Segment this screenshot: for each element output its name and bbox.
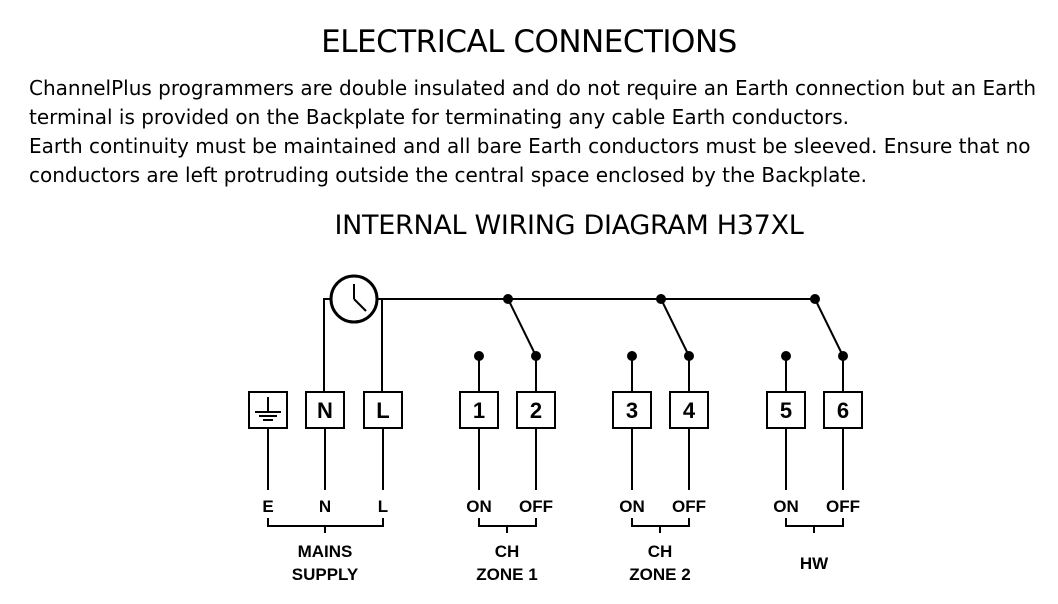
zone2-bracket	[631, 518, 690, 527]
group-label-mains: MAINS	[298, 542, 353, 561]
terminal-2-label: 2	[530, 398, 542, 423]
wire-label-on: ON	[773, 497, 799, 516]
terminal-5-label: 5	[780, 398, 792, 423]
switch-zone-2	[631, 298, 690, 392]
junction-dots	[474, 294, 848, 361]
terminal-l-label: L	[376, 398, 389, 423]
diagram-title: INTERNAL WIRING DIAGRAM H37XL	[334, 210, 804, 241]
intro-line: terminal is provided on the Backplate fo…	[29, 105, 850, 129]
wire-label-off: OFF	[826, 497, 860, 516]
group-label-supply: SUPPLY	[292, 565, 359, 584]
neutral-wire	[323, 298, 331, 392]
hw-bracket	[785, 518, 844, 527]
switch-zone-1	[478, 298, 537, 392]
intro-line: conductors are left protruding outside t…	[29, 163, 867, 187]
group-label-zone2: ZONE 2	[629, 565, 690, 584]
intro-line: ChannelPlus programmers are double insul…	[29, 76, 1037, 100]
wire-label-l: L	[378, 497, 388, 516]
intro-paragraph-1: ChannelPlus programmers are double insul…	[29, 74, 1049, 132]
group-label-hw: HW	[800, 554, 829, 573]
switch-hw	[785, 298, 844, 392]
wire-label-e: E	[262, 497, 273, 516]
intro-paragraph-2: Earth continuity must be maintained and …	[29, 132, 1049, 190]
intro-line: Earth continuity must be maintained and …	[29, 134, 1031, 158]
group-label-zone1: ZONE 1	[476, 565, 537, 584]
clock-icon	[329, 274, 379, 324]
live-wire	[377, 298, 383, 392]
terminal-1-label: 1	[473, 398, 485, 423]
wire-label-n: N	[319, 497, 331, 516]
page-title: ELECTRICAL CONNECTIONS	[321, 24, 737, 60]
mains-bracket	[267, 518, 384, 527]
wire-label-on: ON	[466, 497, 492, 516]
terminal-n-label: N	[317, 398, 333, 423]
terminal-4-label: 4	[683, 398, 696, 423]
zone1-bracket	[478, 518, 537, 527]
earth-ground-icon	[255, 397, 281, 421]
terminal-leads	[267, 428, 844, 490]
terminal-3-label: 3	[626, 398, 638, 423]
group-label-ch: CH	[495, 542, 520, 561]
wire-label-off: OFF	[672, 497, 706, 516]
wire-label-on: ON	[619, 497, 645, 516]
terminal-6-label: 6	[837, 398, 849, 423]
wire-label-off: OFF	[519, 497, 553, 516]
group-label-ch: CH	[648, 542, 673, 561]
